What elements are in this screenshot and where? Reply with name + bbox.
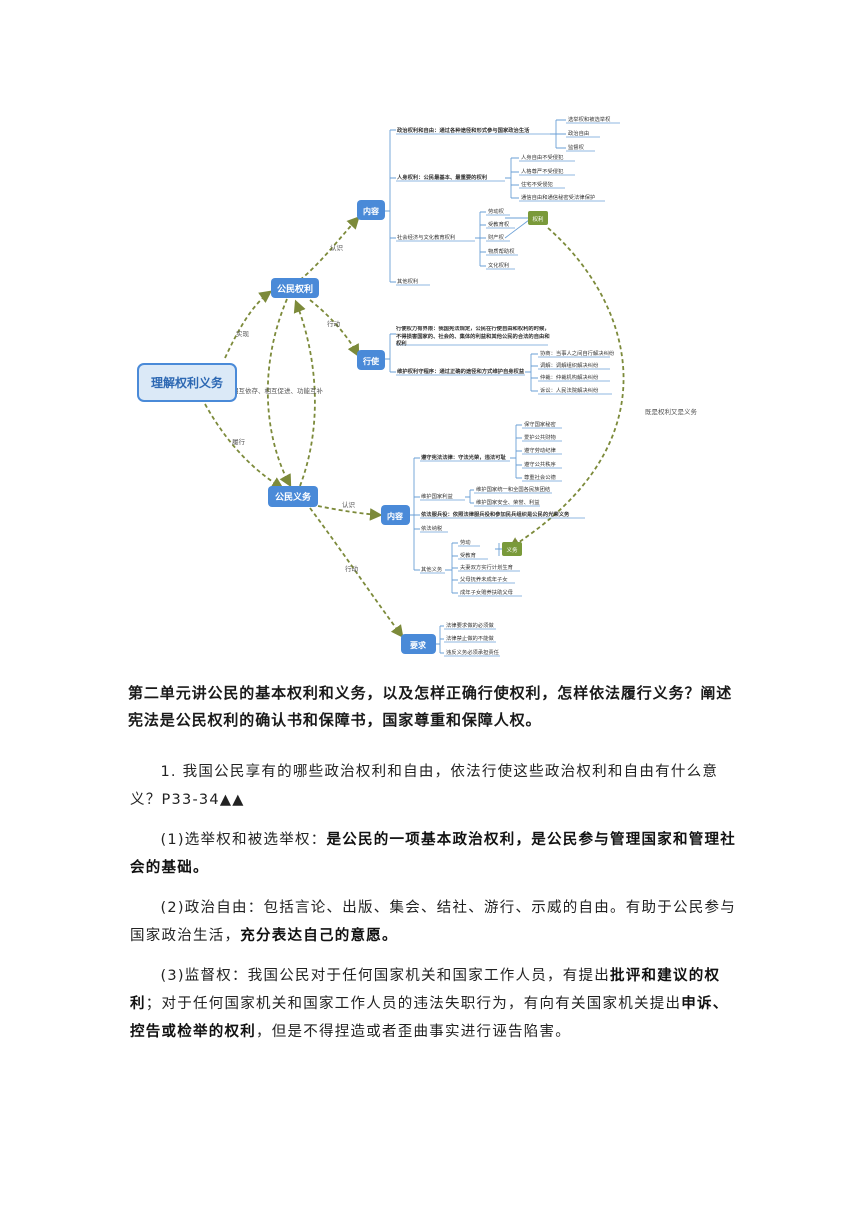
edge-duties-rights (293, 299, 316, 487)
svg-text:公民义务: 公民义务 (275, 491, 312, 503)
require-item: 法律要求做的必须做 (446, 621, 494, 629)
exercise-item-1: 维护权利守程序：通过正确的途径和方式维护自身权益 (397, 367, 525, 375)
exercise-sub: 诉讼：人民法院解决纠纷 (540, 386, 599, 394)
exercise-item-0: 行使权力有界限：我国宪法规定，公民在行使自由和权利的时候，不得损害国家的、社会的… (396, 326, 550, 346)
rights-sub: 受教育权 (488, 220, 510, 228)
duties-sub: 劳动 (460, 538, 471, 546)
answer-emphasis: 是公民的一项基本政治权利，是公民参与管理国家和管理社会的基础。 (130, 832, 736, 876)
svg-text:要求: 要求 (410, 640, 427, 650)
edge-both (507, 227, 625, 550)
rights-sub: 住宅不受侵犯 (521, 180, 553, 188)
duties-sub: 父母抚养未成年子女 (460, 575, 508, 583)
svg-text:内容: 内容 (363, 206, 379, 216)
svg-text:内容: 内容 (387, 511, 403, 521)
root-node: 理解权利义务 (137, 363, 237, 402)
rights-item-0: 政治权利和自由：通过各种途径和形式参与国家政治生活 (397, 126, 530, 134)
question-1: 1. 我国公民享有的哪些政治权利和自由，依法行使这些政治权利和自由有什么意义？P… (130, 764, 719, 808)
duties-content-node: 内容 (381, 505, 410, 525)
edge-label-root-duties: 履行 (232, 437, 246, 446)
rights-sub: 选举权和被选举权 (568, 115, 611, 123)
edge-rights-exercise (309, 299, 360, 358)
duties-sub: 尊重社会公德 (524, 473, 556, 481)
mind-map: 实现 履行 相互依存、相互促进、功能互补 认识 行动 认识 行动 既是权利又是义… (137, 115, 698, 657)
rights-item-3: 其他权利 (397, 277, 418, 285)
duties-sub: 维护国家安全、荣誉、利益 (476, 498, 540, 506)
answer-lead: (1)选举权和被选举权： (160, 832, 327, 848)
section-heading: 第二单元讲公民的基本权利和义务，以及怎样正确行使权利，怎样依法履行义务？阐述宪法… (128, 684, 733, 729)
duties-node: 公民义务 (268, 486, 318, 507)
rights-sub: 监督权 (568, 143, 585, 151)
edge-root-rights (224, 290, 273, 359)
exercise-sub: 协商：当事人之间自行解决纠纷 (540, 349, 615, 357)
duties-sub: 保守国家秘密 (524, 420, 556, 428)
edge-label-rights-exercise: 行动 (327, 319, 341, 328)
answer-emphasis: 申诉、控告或检举的权利 (130, 996, 729, 1040)
duties-item-4: 其他义务 (421, 565, 443, 573)
edge-rights-content (299, 216, 360, 281)
duties-sub: 维护国家统一和全国各民族团结 (476, 485, 550, 493)
duties-sub: 遵守劳动纪律 (524, 446, 556, 454)
answer-emphasis: 充分表达自己的意愿。 (240, 928, 398, 944)
rights-sub: 劳动权 (488, 207, 505, 215)
answer-text: (3)监督权：我国公民对于任何国家机关和国家工作人员，有提出 (160, 968, 610, 984)
svg-text:权利: 权利 (532, 215, 543, 223)
duties-item-1: 维护国家利益 (421, 492, 453, 500)
duties-item-0: 遵守宪法法律：守法光荣，违法可耻 (421, 453, 506, 461)
svg-text:义务: 义务 (506, 546, 518, 554)
duties-sub: 爱护公共财物 (524, 433, 556, 441)
duties-sub: 成年子女赡养扶助父母 (460, 588, 513, 596)
rights-sub: 人格尊严不受侵犯 (521, 167, 564, 175)
edge-label-rights-duties: 相互依存、相互促进、功能互补 (232, 386, 324, 395)
edge-rights-duties (266, 298, 292, 488)
edge-label-root-rights: 实现 (236, 329, 250, 338)
edge-label-rights-content: 认识 (330, 243, 344, 252)
rights-sub: 财产权 (488, 233, 505, 241)
rights-sub: 文化权利 (488, 261, 509, 269)
edge-root-duties (204, 403, 285, 490)
svg-text:行使: 行使 (362, 356, 380, 366)
exercise-sub: 调解：调解组织解决纠纷 (540, 361, 599, 369)
edge-label-duties-content: 认识 (342, 500, 356, 509)
rights-sub: 物质帮助权 (488, 247, 515, 255)
duties-item-3: 依法纳税 (421, 524, 443, 532)
edge-duties-content (317, 505, 383, 521)
rights-node: 公民权利 (271, 278, 319, 298)
answer-election-right: (1)选举权和被选举权：是公民的一项基本政治权利，是公民参与管理国家和管理社会的… (130, 826, 740, 882)
rights-sub: 通信自由和通信秘密受法律保护 (521, 193, 595, 201)
svg-text:公民权利: 公民权利 (277, 283, 313, 295)
rights-content-node: 内容 (357, 200, 385, 220)
rights-exercise-node: 行使 (357, 350, 385, 370)
duties-sub: 夫妻双方实行计划生育 (460, 563, 513, 571)
rights-sub: 政治自由 (568, 129, 589, 137)
svg-text:理解权利义务: 理解权利义务 (151, 375, 224, 390)
duties-sub: 受教育 (460, 551, 476, 559)
rights-item-1: 人身权利：公民最基本、最重要的权利 (396, 173, 487, 181)
edge-label-duties-require: 行动 (345, 564, 359, 573)
answer-lead: (2)政治自由：包括言论、出版、集会、结社、游行、示威的自由。有助于公民参与国家… (130, 900, 736, 944)
answer-supervision-right: (3)监督权：我国公民对于任何国家机关和国家工作人员，有提出批评和建议的权利；对… (130, 962, 740, 1046)
answer-political-freedom: (2)政治自由：包括言论、出版、集会、结社、游行、示威的自由。有助于公民参与国家… (130, 894, 740, 950)
duties-require-node: 要求 (401, 634, 436, 654)
rights-item-2: 社会经济与文化教育权利 (397, 233, 455, 241)
edge-label-both: 既是权利又是义务 (645, 407, 698, 416)
answer-text: ；对于任何国家机关和国家工作人员的违法失职行为，有向有关国家机关提出 (145, 996, 682, 1012)
answer-text: ，但是不得捏造或者歪曲事实进行诬告陷害。 (256, 1024, 571, 1040)
duties-tag: 义务 (502, 542, 522, 556)
duties-item-2: 依法服兵役：依照法律服兵役和参加民兵组织是公民的光荣义务 (421, 510, 570, 518)
duties-sub: 遵守公共秩序 (524, 460, 556, 468)
answer-emphasis: 批评和建议的权利 (130, 968, 721, 1012)
require-item: 法律禁止做的不能做 (446, 634, 494, 642)
edge-duties-require (309, 507, 404, 639)
exercise-sub: 仲裁：仲裁机构解决纠纷 (540, 373, 599, 381)
require-item: 违反义务必须承担责任 (446, 648, 500, 656)
rights-sub: 人身自由不受侵犯 (521, 153, 564, 161)
rights-tag: 权利 (528, 211, 548, 225)
